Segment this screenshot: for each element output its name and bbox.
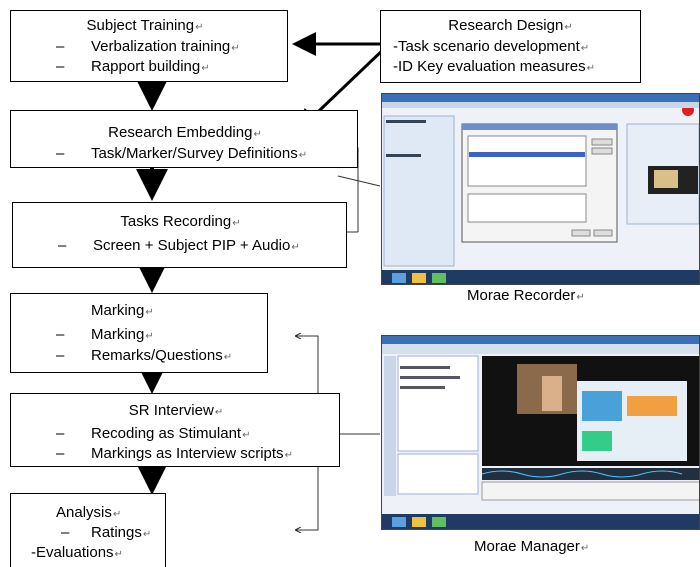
analysis-title: Analysis [56,504,112,521]
subject-training-box: Subject Training↵ – Verbalization traini… [10,10,288,82]
research-design-title: Research Design [448,17,564,34]
analysis-item: Ratings [91,524,142,541]
tasks-recording-item: Screen + Subject PIP + Audio [93,237,291,254]
morae-recorder-screenshot [381,93,700,285]
manager-window-graphic [382,336,699,529]
research-design-item: -Task scenario development [393,38,580,55]
research-embedding-title: Research Embedding [108,124,253,141]
marking-box: Marking↵ – Marking↵ – Remarks/Questions↵ [10,293,268,373]
marking-item: Marking [91,326,145,343]
subject-training-item: Rapport building [91,58,201,75]
sr-interview-item: Markings as Interview scripts [91,445,284,462]
research-embedding-box: Research Embedding↵ – Task/Marker/Survey… [10,110,358,168]
marking-item: Remarks/Questions [91,347,223,364]
recorder-caption: Morae Recorder↵ [467,287,585,304]
analysis-box: Analysis↵ – Ratings↵ -Evaluations↵ [10,493,166,567]
tasks-recording-title: Tasks Recording [120,213,232,230]
manager-caption: Morae Manager↵ [474,538,590,555]
marking-title: Marking [91,302,145,319]
research-design-item: -ID Key evaluation measures [393,58,586,75]
tasks-recording-box: Tasks Recording↵ – Screen + Subject PIP … [12,202,347,268]
research-design-box: Research Design↵ -Task scenario developm… [380,10,641,83]
sr-interview-item: Recoding as Stimulant [91,425,242,442]
sr-interview-box: SR Interview↵ – Recoding as Stimulant↵ –… [10,393,340,467]
morae-manager-screenshot [381,335,700,530]
subject-training-item: Verbalization training [91,38,231,55]
sr-interview-title: SR Interview [128,402,214,419]
research-embedding-item: Task/Marker/Survey Definitions [91,145,298,162]
analysis-item: -Evaluations [31,544,114,561]
recorder-window-graphic [382,94,699,284]
subject-training-title: Subject Training [86,17,195,34]
